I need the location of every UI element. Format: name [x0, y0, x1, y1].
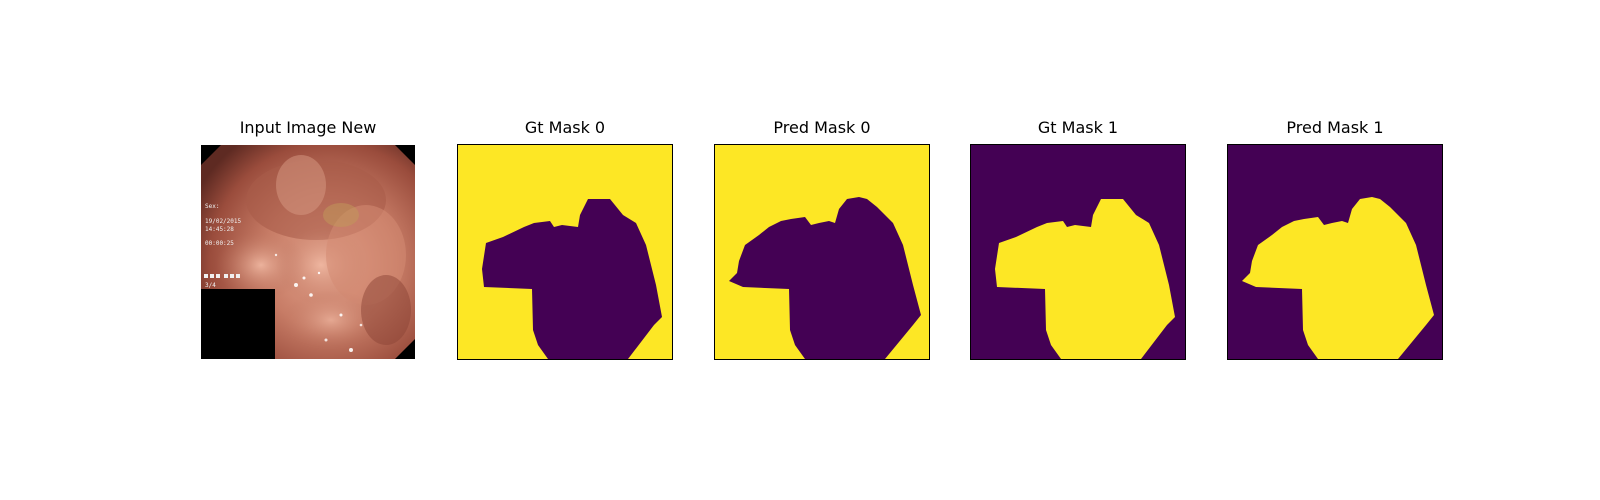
panel-title: Pred Mask 1 [1286, 118, 1384, 137]
endoscopy-image: Sex: 19/02/2015 14:45:28 00:00:25 3/4 [201, 145, 415, 359]
input-image: Sex: 19/02/2015 14:45:28 00:00:25 3/4 [200, 144, 416, 360]
overlay-bar-icon [204, 274, 240, 278]
overlay-line-5: 3/4 [205, 282, 216, 289]
pred-mask-0 [714, 144, 930, 360]
overlay-line-3: 14:45:28 [205, 226, 234, 233]
mask-image [458, 145, 672, 359]
mask-region [482, 199, 662, 359]
panel-title: Pred Mask 0 [773, 118, 871, 137]
gt-mask-1 [970, 144, 1186, 360]
mask-image [715, 145, 929, 359]
overlay-line-4: 00:00:25 [205, 240, 234, 247]
mask-region [995, 199, 1175, 359]
mask-image [1228, 145, 1442, 359]
panel-title: Gt Mask 1 [1037, 118, 1119, 137]
corner-black-box [201, 289, 275, 359]
overlay-line-2: 19/02/2015 [205, 218, 242, 225]
overlay-line-1: Sex: [205, 203, 219, 210]
gt-mask-0 [457, 144, 673, 360]
mask-region [729, 197, 921, 359]
mask-image [971, 145, 1185, 359]
panel-title: Gt Mask 0 [524, 118, 606, 137]
mask-region [1242, 197, 1434, 359]
pred-mask-1 [1227, 144, 1443, 360]
panel-title: Input Image New [239, 118, 377, 137]
